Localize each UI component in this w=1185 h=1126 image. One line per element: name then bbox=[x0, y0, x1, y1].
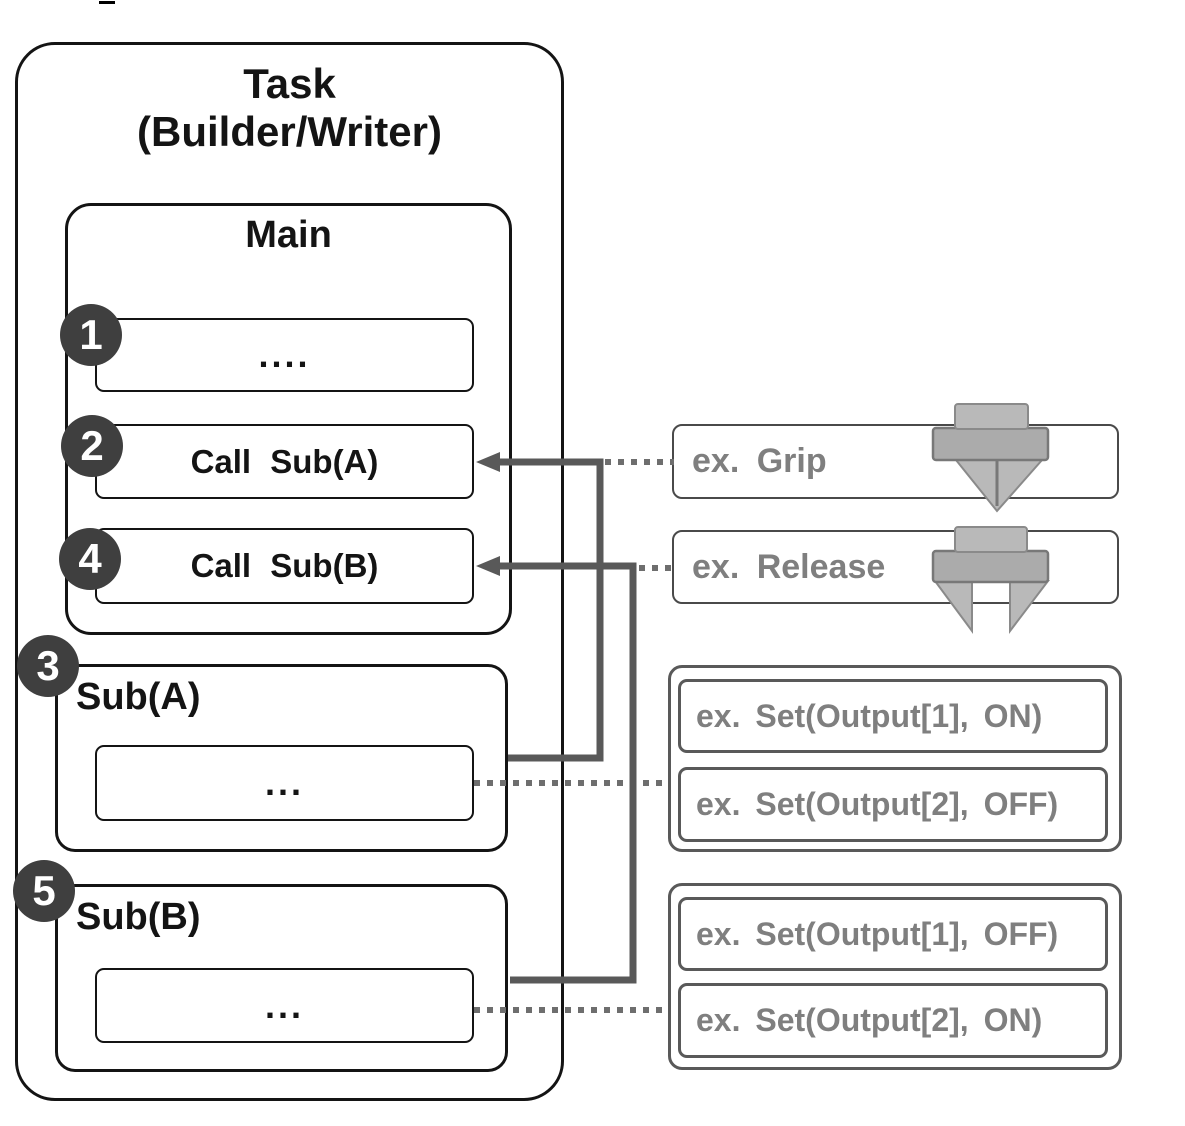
main-step-2-box: Call Sub(A) bbox=[95, 424, 474, 499]
sub-a-label: Sub(A) bbox=[76, 676, 201, 718]
step-badge-2: 2 bbox=[61, 415, 123, 477]
step-badge-4: 4 bbox=[59, 528, 121, 590]
task-title-line1: Task bbox=[243, 60, 336, 107]
step-badge-5: 5 bbox=[13, 860, 75, 922]
example-release-box: ex. Release bbox=[672, 530, 1119, 604]
task-title-line2: (Builder/Writer) bbox=[137, 108, 442, 155]
sub-a-example-1-box: ex. Set(Output[1], ON) bbox=[678, 679, 1108, 753]
step-badge-3: 3 bbox=[17, 635, 79, 697]
sub-a-example-2-box: ex. Set(Output[2], OFF) bbox=[678, 767, 1108, 842]
step-badge-1: 1 bbox=[60, 304, 122, 366]
sub-b-label: Sub(B) bbox=[76, 896, 201, 938]
main-title: Main bbox=[245, 214, 332, 256]
main-step-4-box: Call Sub(B) bbox=[95, 528, 474, 604]
sub-a-body-box: ... bbox=[95, 745, 474, 821]
example-grip-box: ex. Grip bbox=[672, 424, 1119, 499]
sub-b-example-1-box: ex. Set(Output[1], OFF) bbox=[678, 897, 1108, 971]
sub-b-body-box: ... bbox=[95, 968, 474, 1043]
stray-mark bbox=[99, 1, 115, 4]
main-step-1-box: .... bbox=[95, 318, 474, 392]
sub-b-example-2-box: ex. Set(Output[2], ON) bbox=[678, 983, 1108, 1058]
task-title: Task (Builder/Writer) bbox=[15, 60, 564, 156]
